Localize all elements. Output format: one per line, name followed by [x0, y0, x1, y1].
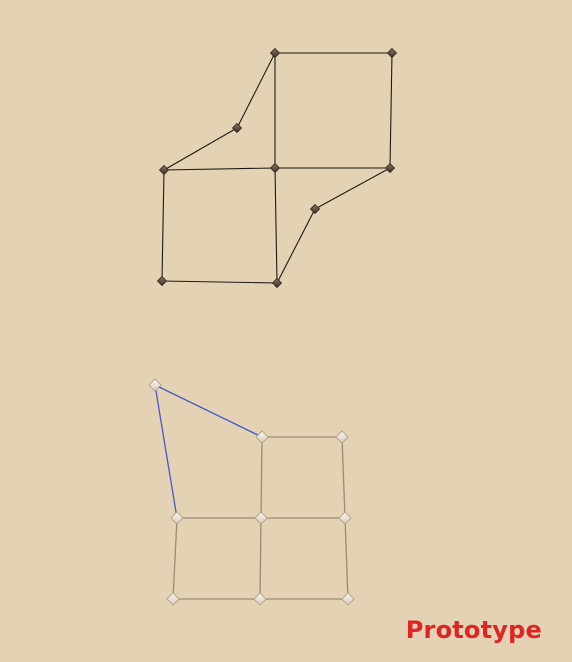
player-edge: [172, 517, 178, 600]
target-node: [384, 162, 396, 174]
player-edge: [260, 436, 263, 519]
target-edge: [161, 280, 278, 284]
player-node-handle[interactable]: [170, 511, 184, 525]
target-node: [156, 275, 168, 287]
selected-edge: [154, 384, 263, 438]
target-node: [386, 47, 398, 59]
target-edge: [276, 208, 316, 284]
target-node: [309, 203, 321, 215]
player-node-handle[interactable]: [166, 592, 180, 606]
target-edge: [314, 167, 391, 210]
player-node-handle[interactable]: [338, 511, 352, 525]
player-node-handle[interactable]: [253, 592, 267, 606]
target-shape: [156, 47, 398, 289]
target-edge: [236, 52, 276, 129]
target-node: [158, 164, 170, 176]
target-node: [271, 277, 283, 289]
target-edge: [163, 167, 276, 171]
player-node-handle[interactable]: [148, 378, 162, 392]
target-edge: [274, 167, 278, 284]
target-edge: [163, 127, 238, 171]
target-node: [231, 122, 243, 134]
player-edge: [259, 517, 262, 600]
player-node-handle[interactable]: [254, 511, 268, 525]
target-node: [269, 47, 281, 59]
player-edge: [341, 436, 346, 519]
player-edge: [344, 517, 349, 600]
prototype-watermark: Prototype: [405, 616, 542, 644]
target-edge: [389, 52, 393, 169]
player-shape[interactable]: [148, 378, 355, 606]
selected-edge: [154, 384, 178, 519]
player-node-handle[interactable]: [341, 592, 355, 606]
target-node: [269, 162, 281, 174]
player-node-handle[interactable]: [255, 430, 269, 444]
player-node-handle[interactable]: [335, 430, 349, 444]
target-edge: [161, 169, 165, 282]
